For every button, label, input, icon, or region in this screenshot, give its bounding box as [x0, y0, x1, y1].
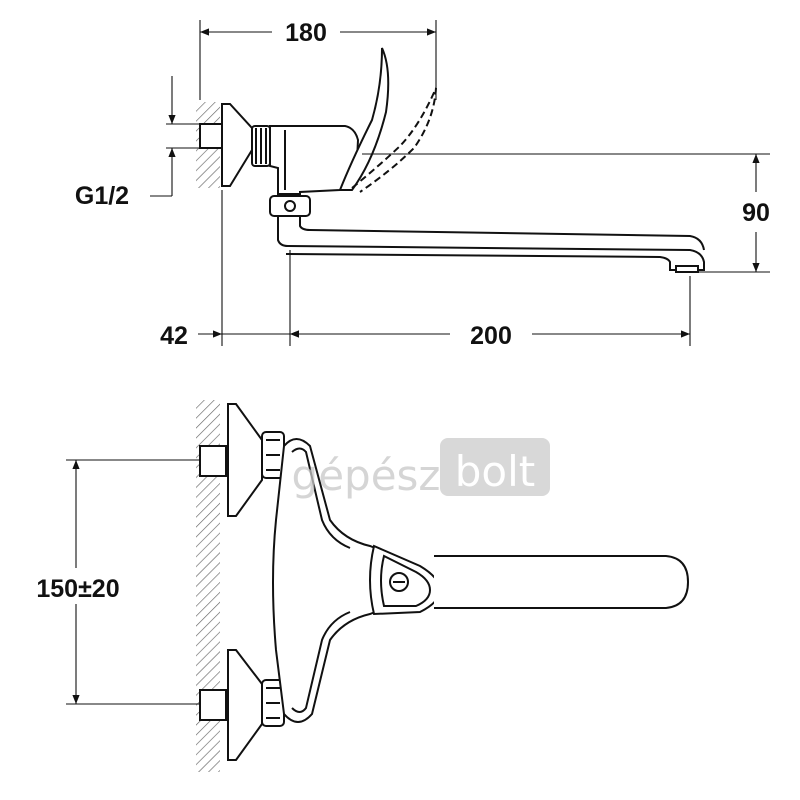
watermark-logo: gépész bolt — [292, 438, 550, 500]
dimension-lines-top — [150, 20, 770, 346]
escutcheon-top — [221, 103, 253, 187]
dim-thread-label: G1/2 — [75, 182, 129, 210]
swivel-joint — [269, 195, 311, 217]
dim-90-label: 90 — [742, 199, 770, 227]
dim-42-label: 42 — [160, 322, 188, 350]
watermark-text-part2: bolt — [455, 447, 536, 496]
front-view — [196, 400, 690, 772]
dim-200-label: 200 — [470, 322, 512, 350]
watermark-text-part1: gépész — [292, 451, 441, 500]
watermark-box — [440, 438, 550, 496]
lower-escutcheon — [227, 649, 263, 761]
upper-escutcheon — [227, 403, 263, 517]
lever-handle — [338, 47, 390, 191]
front-body — [272, 438, 381, 723]
dim-180-label: 180 — [285, 19, 327, 47]
dim-150-label: 150±20 — [36, 575, 119, 603]
inlet-pipe — [199, 123, 223, 149]
aerator — [675, 265, 699, 273]
front-spout — [434, 555, 690, 609]
side-view — [196, 47, 705, 273]
spout — [277, 216, 705, 271]
lower-inlet — [199, 689, 227, 721]
dimension-lines-bottom — [66, 459, 200, 705]
upper-inlet — [199, 445, 227, 477]
